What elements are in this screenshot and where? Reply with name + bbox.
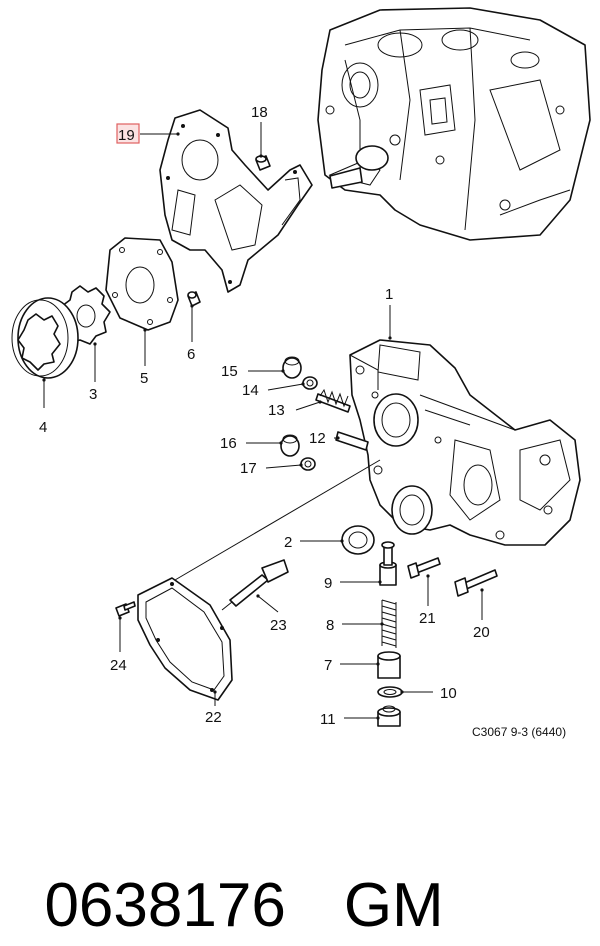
screw-part-24 (115, 601, 136, 617)
pump-cover-part-5 (105, 237, 179, 331)
callout-2[interactable]: 2 (284, 534, 292, 551)
callout-19[interactable]: 19 (118, 127, 135, 144)
leader-lines (42, 122, 484, 720)
callout-14[interactable]: 14 (242, 382, 259, 399)
bolt-part-20 (454, 569, 498, 597)
callout-22[interactable]: 22 (205, 709, 222, 726)
sleeve-part-7 (377, 651, 401, 679)
plug-part-11 (377, 705, 401, 727)
shaft-seal-part-2 (341, 525, 375, 555)
spring-part-8 (381, 599, 397, 648)
callout-21[interactable]: 21 (419, 610, 436, 627)
exploded-parts-diagram: 19 18 1 4 3 5 6 15 14 13 12 16 17 2 9 8 … (11, 7, 591, 739)
relief-spring-part-13 (315, 388, 351, 413)
assembly-guide-line (174, 459, 381, 581)
valve-piston-part-9 (379, 541, 397, 586)
callout-3[interactable]: 3 (89, 386, 97, 403)
sensor-part-23 (221, 559, 289, 611)
callout-10[interactable]: 10 (440, 685, 457, 702)
diagram-reference-code: C3067 9-3 (6440) (472, 725, 566, 739)
callout-7[interactable]: 7 (324, 657, 332, 674)
callout-5[interactable]: 5 (140, 370, 148, 387)
callout-23[interactable]: 23 (270, 617, 287, 634)
callout-13[interactable]: 13 (268, 402, 285, 419)
brand-name: GM (343, 871, 444, 940)
sleeve-part-18 (255, 155, 271, 171)
callout-20[interactable]: 20 (473, 624, 490, 641)
engine-block (317, 7, 591, 241)
pin-part-6 (187, 291, 201, 307)
callout-16[interactable]: 16 (220, 435, 237, 452)
seal-ring-part-17 (300, 457, 316, 471)
callout-9[interactable]: 9 (324, 575, 332, 592)
oil-pump-housing-part-1 (349, 339, 581, 546)
bolt-part-21 (407, 557, 441, 579)
callout-8[interactable]: 8 (326, 617, 334, 634)
callout-19-highlight (116, 123, 140, 144)
callout-4[interactable]: 4 (39, 419, 47, 436)
outer-rotor-part-4 (11, 297, 79, 379)
callout-11[interactable]: 11 (320, 711, 336, 728)
part-footer: 0638176 GM (10, 786, 590, 940)
callout-18[interactable]: 18 (251, 104, 268, 121)
plug-part-15 (282, 356, 302, 379)
washer-part-10 (377, 686, 403, 698)
callout-15[interactable]: 15 (221, 363, 238, 380)
callout-6[interactable]: 6 (187, 346, 195, 363)
seal-ring-part-14 (302, 376, 318, 390)
gasket-part-19 (159, 109, 313, 293)
callout-24[interactable]: 24 (110, 657, 127, 674)
part-number: 0638176 (44, 871, 286, 940)
callout-17[interactable]: 17 (240, 460, 257, 477)
callout-12[interactable]: 12 (309, 430, 326, 447)
cover-gasket-part-22 (137, 577, 233, 701)
plug-part-16 (280, 434, 300, 457)
callout-1[interactable]: 1 (385, 286, 393, 303)
